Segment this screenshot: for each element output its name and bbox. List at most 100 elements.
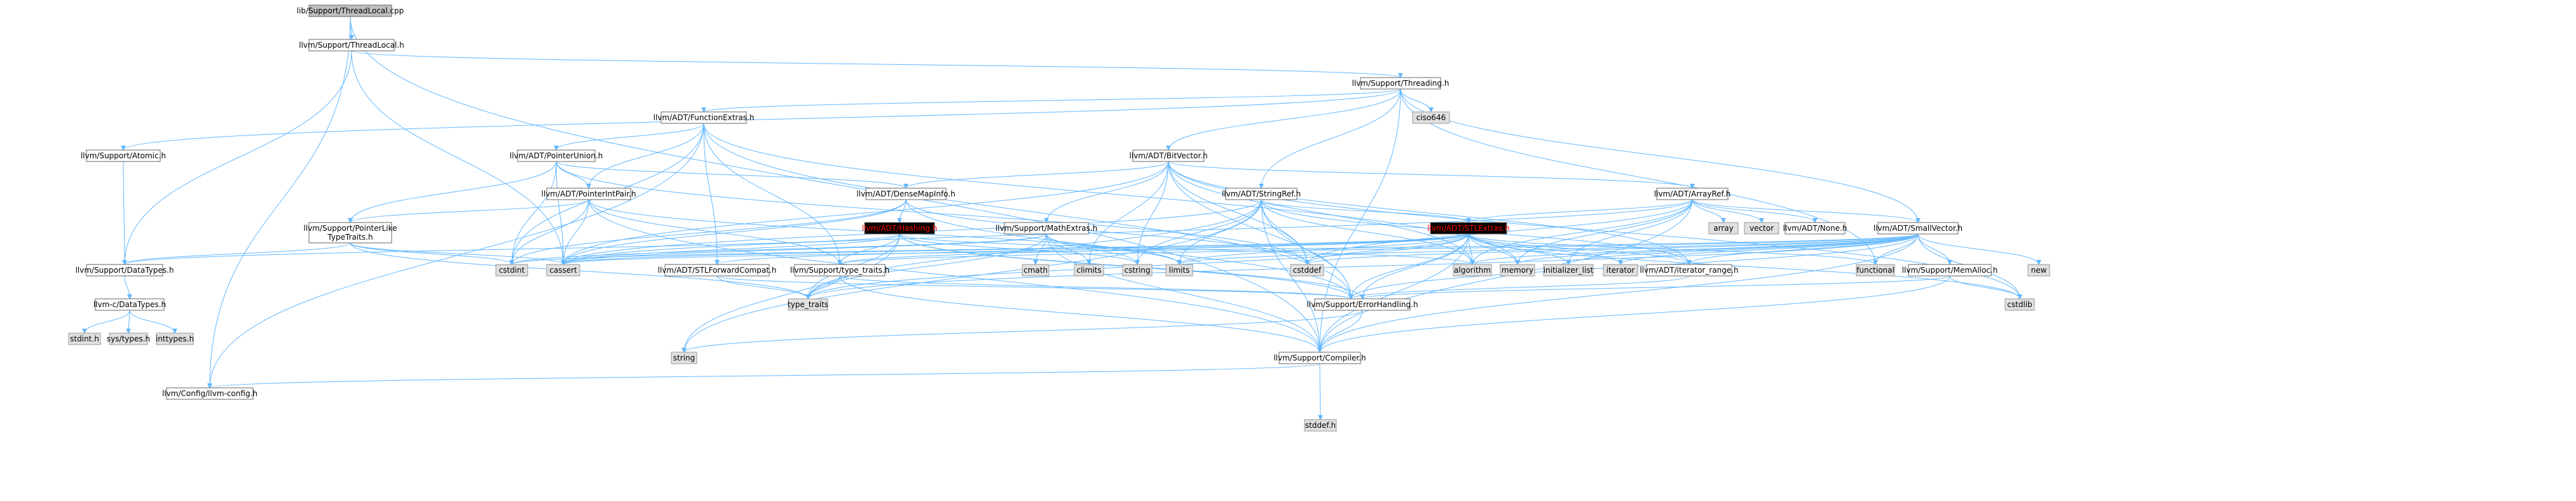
node-llvm-adt-bitvector-h[interactable]: llvm/ADT/BitVector.h [1129, 149, 1208, 162]
node-box [1430, 222, 1507, 235]
node-box [109, 333, 148, 345]
edge-n19-n28 [1177, 233, 1919, 265]
node-box [2004, 298, 2035, 311]
node-box [1004, 222, 1089, 235]
edge-n7-n9 [903, 161, 1169, 189]
node-box [1646, 264, 1732, 277]
node-label: inttypes.h [156, 334, 194, 343]
edge-n23-n39 [716, 275, 811, 299]
node-label: lib/Support/ThreadLocal.cpp [297, 6, 404, 15]
node-llvm-adt-arrayref-h[interactable]: llvm/ADT/ArrayRef.h [1654, 188, 1731, 200]
edge-n19-n34 [1687, 233, 1919, 265]
node-label: llvm/Support/MemAlloc.h [1902, 266, 1998, 275]
node-box [517, 149, 596, 162]
node-llvm-adt-iterator-range-h[interactable]: llvm/ADT/iterator_range.h [1640, 264, 1739, 277]
node-llvm-adt-smallvector-h[interactable]: llvm/ADT/SmallVector.h [1874, 222, 1963, 235]
edge-n2-n7 [1166, 88, 1401, 151]
node-label: new [2031, 266, 2047, 275]
edge-n6-n8 [556, 161, 591, 189]
node-label: memory [1502, 266, 1533, 275]
node-box [1132, 149, 1205, 162]
edge-n1-n22 [351, 50, 566, 265]
edge-n10-n30 [1261, 199, 1475, 265]
node-llvm-support-type-traits-h[interactable]: llvm/Support/type_traits.h [790, 264, 890, 277]
node-box [86, 149, 161, 162]
node-llvm-support-threading-h[interactable]: llvm/Support/Threading.h [1352, 77, 1449, 90]
node-llvm-adt-densemapinfo-h[interactable]: llvm/ADT/DenseMapInfo.h [856, 188, 956, 200]
edge-n11-n17 [1692, 199, 1764, 223]
node-functional: functional [1856, 264, 1895, 277]
node-llvm-support-atomic-h[interactable]: llvm/Support/Atomic.h [81, 149, 166, 162]
edge-n12-n22 [350, 242, 566, 265]
node-llvm-support-errorhandling-h[interactable]: llvm/Support/ErrorHandling.h [1306, 298, 1418, 311]
edge-n19-n24 [837, 233, 1919, 265]
edge-n15-n40 [1348, 233, 1469, 299]
edge-n41-n46 [682, 310, 1363, 353]
node-label: llvm/Support/ThreadLocal.h [299, 41, 404, 50]
node-cstring: cstring [1122, 264, 1153, 277]
node-llvm-adt-stlforwardcompat-h[interactable]: llvm/ADT/STLForwardCompat.h [658, 264, 777, 277]
edge-n6-n9 [556, 161, 908, 189]
node-llvm-support-compiler-h[interactable]: llvm/Support/Compiler.h [1273, 352, 1366, 364]
node-box [1500, 264, 1535, 277]
node-llvm-support-threadlocal-h[interactable]: llvm/Support/ThreadLocal.h [299, 39, 404, 51]
edge-n11-n22 [561, 199, 1693, 265]
node-box [95, 298, 165, 311]
node-llvm-config-llvm-config-h[interactable]: llvm/Config/llvm-config.h [162, 387, 257, 400]
node-label: llvm/ADT/PointerUnion.h [510, 151, 603, 160]
node-llvm-c-datatypes-h[interactable]: llvm-c/DataTypes.h [93, 298, 166, 311]
node-label: climits [1076, 266, 1101, 275]
edge-n36-n41 [1360, 275, 1950, 299]
node-llvm-adt-pointerintpair-h[interactable]: llvm/ADT/PointerIntPair.h [542, 188, 636, 200]
edge-n2-n10 [1259, 88, 1401, 189]
edge-n19-n37 [1917, 233, 2041, 265]
edge-n7-n22 [561, 161, 1169, 265]
edge-n0-n48 [207, 16, 351, 388]
node-label: llvm/ADT/ArrayRef.h [1654, 189, 1731, 198]
edge-n9-n13 [897, 199, 907, 223]
node-label: llvm/Support/MathExtras.h [996, 224, 1097, 233]
node-llvm-support-datatypes-h[interactable]: llvm/Support/DataTypes.h [76, 264, 174, 277]
edge-n38-n43 [82, 310, 130, 334]
nodes-layer: lib/Support/ThreadLocal.cpp llvm/Support/… [68, 4, 2050, 432]
node-label: algorithm [1454, 266, 1491, 275]
edge-n19-n31 [1515, 233, 1919, 265]
node-cassert: cassert [546, 264, 580, 277]
node-lib-support-threadlocal-cpp[interactable]: lib/Support/ThreadLocal.cpp [297, 4, 404, 17]
edge-n8-n22 [561, 199, 589, 265]
edge-n19-n22 [561, 233, 1919, 265]
node-box [1603, 264, 1638, 277]
node-box [546, 188, 631, 200]
edge-n2-n4 [1400, 88, 1434, 113]
edge-n24-n39 [805, 275, 840, 299]
node-limits: limits [1165, 264, 1193, 277]
node-new: new [2027, 264, 2050, 277]
edge-n7-n30 [1168, 161, 1475, 265]
edge-n1-n20 [122, 50, 352, 265]
node-box [661, 111, 747, 124]
node-llvm-support-memalloc-h[interactable]: llvm/Support/MemAlloc.h [1902, 264, 1998, 277]
node-llvm-adt-stlextras-h[interactable]: llvm/ADT/STLExtras.h [1427, 222, 1510, 235]
node-llvm-adt-pointerunion-h[interactable]: llvm/ADT/PointerUnion.h [510, 149, 603, 162]
edge-n7-n26 [1086, 161, 1169, 265]
node-box [865, 188, 947, 200]
edge-n8-n21 [509, 199, 589, 265]
edge-n15-n22 [561, 233, 1469, 265]
node-llvm-support-mathextras-h[interactable]: llvm/Support/MathExtras.h [996, 222, 1097, 235]
edge-n6-n12 [348, 161, 557, 223]
edge-n15-n24 [837, 233, 1469, 265]
node-label: llvm/Support/Threading.h [1352, 79, 1449, 88]
edge-n19-n33 [1618, 233, 1919, 265]
edge-n10-n27 [1135, 199, 1262, 265]
node-label: sys/types.h [107, 334, 150, 343]
node-llvm-adt-hashing-h[interactable]: llvm/ADT/Hashing.h [862, 222, 938, 235]
node-llvm-adt-functionextras-h[interactable]: llvm/ADT/FunctionExtras.h [654, 111, 755, 124]
node-box [1412, 111, 1450, 124]
node-box [1225, 188, 1298, 200]
node-label: llvm/Support/Compiler.h [1273, 353, 1366, 362]
edge-n3-n31 [703, 123, 1520, 265]
node-llvm-adt-none-h[interactable]: llvm/ADT/None.h [1783, 222, 1847, 235]
node-llvm-adt-stringref-h[interactable]: llvm/ADT/StringRef.h [1222, 188, 1301, 200]
